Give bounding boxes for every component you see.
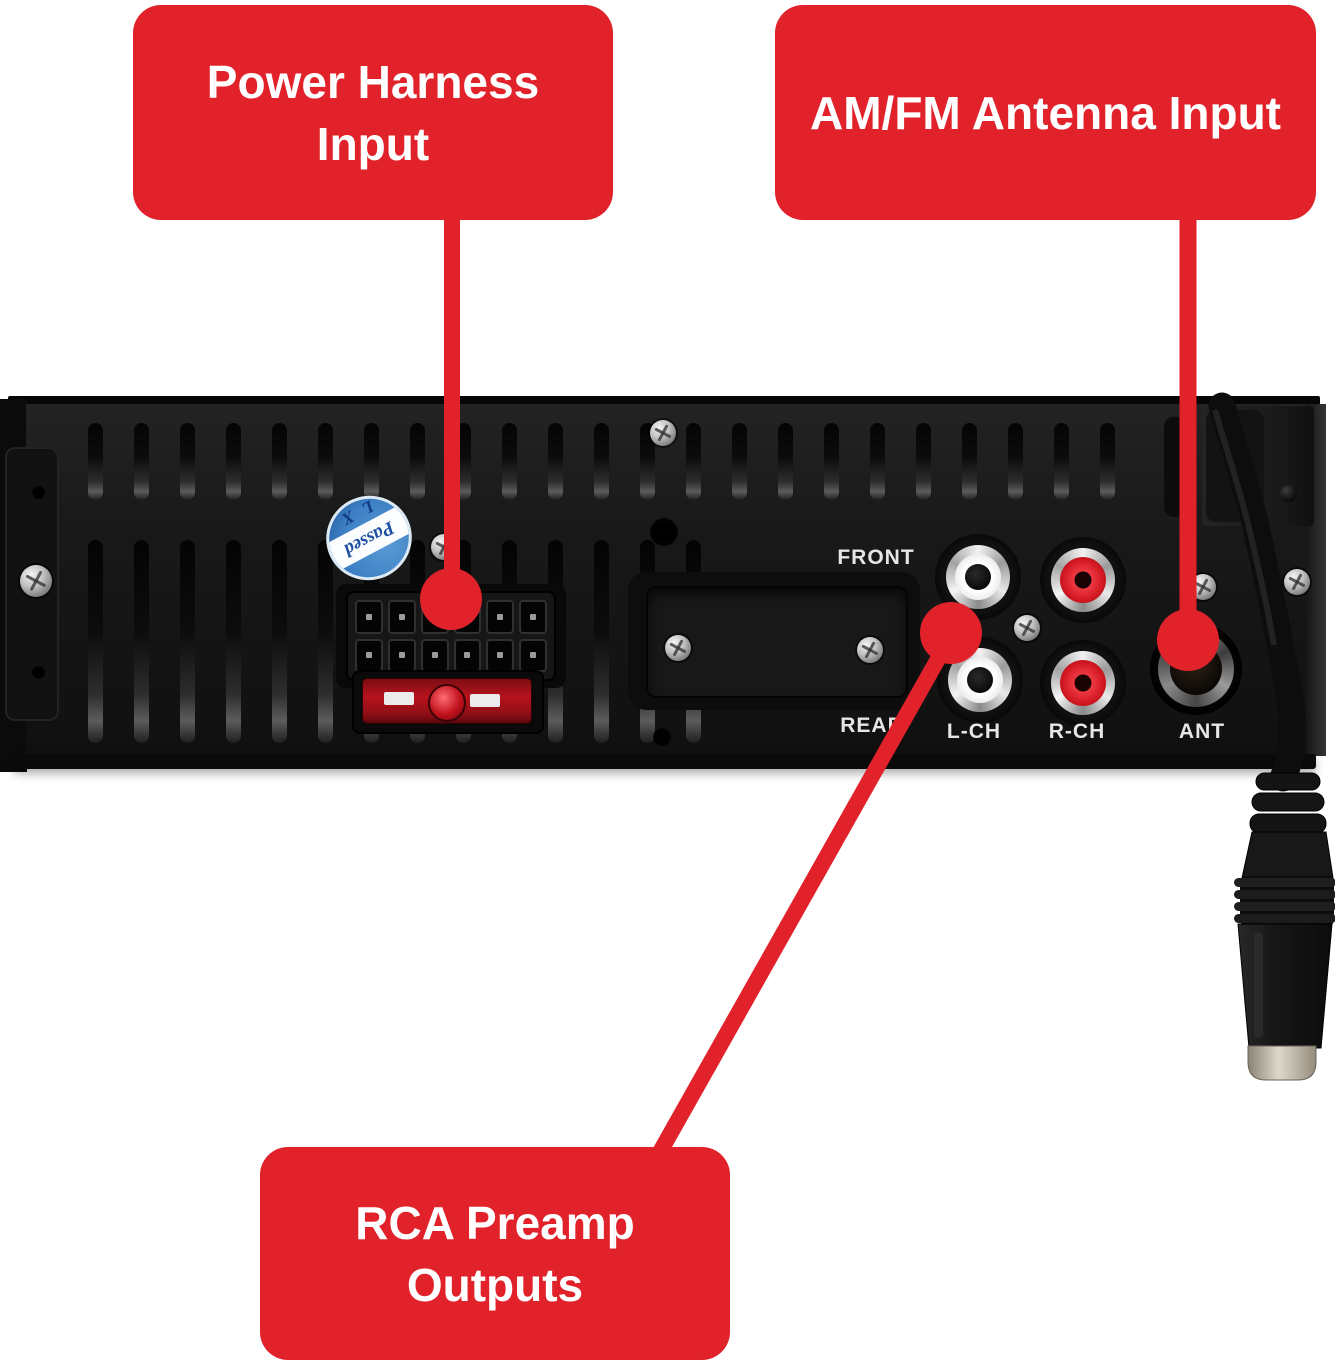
vent-slot xyxy=(640,423,655,500)
screw xyxy=(1014,615,1040,641)
label-front: FRONT xyxy=(837,546,915,569)
vent-slot xyxy=(318,423,333,500)
rca-center-hole xyxy=(967,667,993,693)
vent-slot xyxy=(134,423,149,500)
chassis-hole xyxy=(653,728,671,746)
vent-slot xyxy=(916,423,931,500)
chassis-top-lip xyxy=(8,396,1320,405)
screw xyxy=(665,635,691,661)
screw xyxy=(20,565,52,597)
vent-slot xyxy=(962,423,977,500)
screw xyxy=(1190,574,1216,600)
fuse-blade xyxy=(384,692,414,705)
callout-rca-preamp-outputs: RCA Preamp Outputs xyxy=(260,1147,730,1360)
vent-slot xyxy=(456,423,471,500)
vent-row-top xyxy=(88,423,1115,500)
screw xyxy=(431,534,457,560)
label-r-ch: R-CH xyxy=(1048,720,1106,743)
rca-jack-rear-right xyxy=(1040,640,1126,726)
label-ant: ANT xyxy=(1178,720,1226,743)
pin-socket xyxy=(387,638,416,672)
rca-jack-rear-left xyxy=(937,637,1023,723)
antenna-barrel-connector xyxy=(1234,772,1335,1081)
vent-slot xyxy=(134,540,149,743)
vent-slot xyxy=(272,540,287,743)
right-bracket-bar xyxy=(1163,416,1187,518)
vent-slot xyxy=(1100,423,1115,500)
vent-slot xyxy=(410,423,425,500)
pin-socket xyxy=(387,600,416,634)
pin-socket xyxy=(519,600,547,634)
antenna-socket-hole xyxy=(1170,643,1222,695)
vent-slot xyxy=(364,423,379,500)
vent-slot xyxy=(226,423,241,500)
callout-power-harness-input: Power Harness Input xyxy=(133,5,613,220)
antenna-connector-metal-tip xyxy=(1247,1045,1317,1081)
pin-socket xyxy=(453,600,482,634)
antenna-socket xyxy=(1150,623,1242,715)
fuse-element xyxy=(428,684,466,722)
vent-slot xyxy=(226,540,241,743)
pin-socket xyxy=(420,600,449,634)
pin-socket xyxy=(453,638,482,672)
power-harness-connector xyxy=(346,591,556,681)
vent-slot xyxy=(88,423,103,500)
pin-socket xyxy=(519,638,547,672)
vent-slot xyxy=(180,423,195,500)
rca-center-hole xyxy=(1074,571,1092,589)
chassis-hole xyxy=(650,518,678,546)
vent-slot xyxy=(824,423,839,500)
vent-slot xyxy=(1008,423,1023,500)
pin-socket xyxy=(355,600,383,634)
vent-slot xyxy=(594,540,609,743)
vent-slot xyxy=(318,540,333,743)
vent-slot xyxy=(594,423,609,500)
rca-jack-front-left xyxy=(935,534,1021,620)
cable-strain-relief xyxy=(1206,410,1264,522)
screw xyxy=(650,420,676,446)
chassis-bottom-lip xyxy=(14,754,1316,769)
vent-slot xyxy=(272,423,287,500)
rca-center-hole xyxy=(965,564,991,590)
pin-socket xyxy=(486,600,515,634)
bracket-knob xyxy=(1280,485,1297,502)
screw xyxy=(857,637,883,663)
screw xyxy=(1284,569,1310,595)
vent-slot xyxy=(686,423,701,500)
mount-hole xyxy=(32,486,45,499)
pin-socket xyxy=(420,638,449,672)
vent-slot xyxy=(88,540,103,743)
fuse-blade xyxy=(470,694,500,707)
rca-center-hole xyxy=(1074,674,1092,692)
vent-slot xyxy=(778,423,793,500)
label-l-ch: L-CH xyxy=(946,720,1002,743)
mount-hole xyxy=(32,666,45,679)
vent-slot xyxy=(1054,423,1069,500)
vent-slot xyxy=(548,423,563,500)
pin-socket xyxy=(486,638,515,672)
vent-slot xyxy=(502,423,517,500)
label-rear: REAR xyxy=(840,714,904,737)
vent-slot xyxy=(870,423,885,500)
vent-slot xyxy=(732,423,747,500)
pin-socket xyxy=(355,638,383,672)
rca-jack-front-right xyxy=(1040,537,1126,623)
callout-am-fm-antenna-input: AM/FM Antenna Input xyxy=(775,5,1316,220)
vent-slot xyxy=(180,540,195,743)
